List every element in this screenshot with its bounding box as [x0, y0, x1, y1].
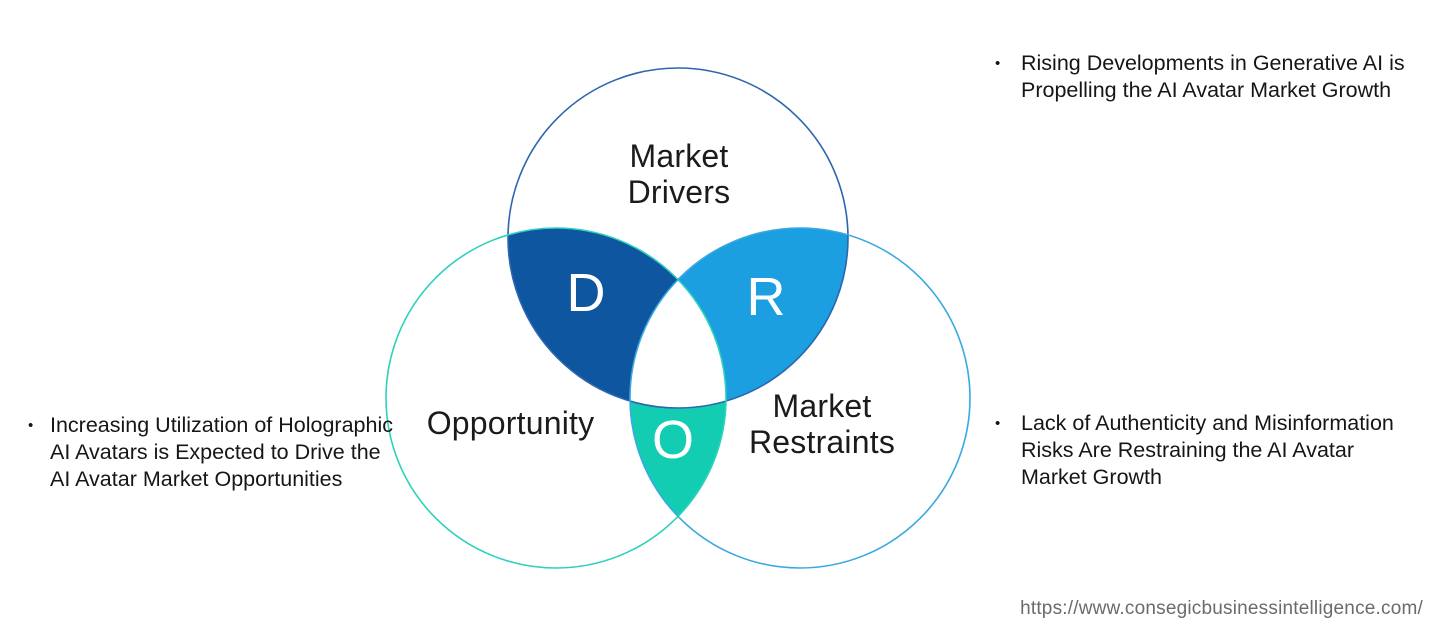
bullet-opportunity: • Increasing Utilization of Holographic … [28, 412, 402, 493]
circle-label-restraints: Market Restraints [748, 388, 896, 460]
bullet-restraints-text: Lack of Authenticity and Misinformation … [1021, 411, 1394, 489]
lens-letter-r: R [746, 267, 786, 327]
circle-label-drivers: Market Drivers [627, 138, 731, 210]
bullet-dot: • [995, 55, 1001, 72]
bullet-opportunity-text: Increasing Utilization of Holographic AI… [50, 413, 393, 491]
drivers-circle-outline [507, 67, 849, 409]
bullet-restraints: • Lack of Authenticity and Misinformatio… [995, 410, 1419, 491]
bullet-dot: • [995, 415, 1001, 432]
bullet-drivers-text: Rising Developments in Generative AI is … [1021, 51, 1405, 102]
circle-label-opportunity: Opportunity [426, 405, 595, 441]
bullet-drivers: • Rising Developments in Generative AI i… [995, 50, 1423, 104]
lens-letter-d: D [566, 263, 606, 323]
bullet-dot: • [28, 417, 34, 434]
restraints-circle-outline [629, 227, 971, 569]
lens-letter-o: O [651, 410, 695, 470]
source-url[interactable]: https://www.consegicbusinessintelligence… [1020, 598, 1423, 619]
opportunity-circle-outline [385, 227, 727, 569]
